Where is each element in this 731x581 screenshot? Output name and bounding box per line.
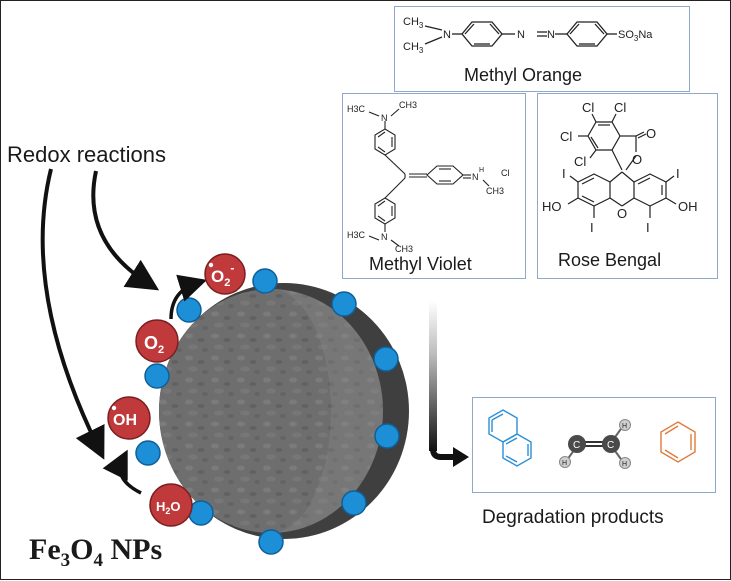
water-h: H <box>156 499 165 514</box>
mo-n: N <box>443 29 451 41</box>
hydroxyl-species: OH <box>107 396 151 440</box>
benzene-icon <box>660 421 696 463</box>
mv-nplus-ch3: CH3 <box>486 186 504 196</box>
mv-h3c-bot: H3C <box>347 230 366 240</box>
mv-nplus-h: H <box>479 167 484 174</box>
redox-arrow-2 <box>40 168 105 460</box>
ethylene-h3: H <box>622 423 627 430</box>
mo-ch3-bot: CH <box>403 41 419 53</box>
methyl-orange-structure: CH3 CH3 N N N SO3Na <box>403 16 653 55</box>
rb-cl3: Cl <box>560 129 572 144</box>
svg-text:CH3: CH3 <box>403 41 424 55</box>
mo-so3na: SO <box>618 29 634 41</box>
rb-cl2: Cl <box>614 100 626 115</box>
methyl-orange-box: CH3 CH3 N N N SO3Na Methyl Orange <box>394 6 690 92</box>
water-o: O <box>170 499 180 514</box>
superoxide-species: O2- <box>204 253 246 295</box>
surface-beads <box>135 268 400 555</box>
rb-i-right-bot: I <box>646 220 650 235</box>
mo-ch3-top: CH <box>403 16 419 28</box>
np-sub3: 3 <box>60 550 71 571</box>
fe3o4-nps-label: Fe3O4 NPs <box>29 533 162 572</box>
water-sub: 2 <box>165 506 170 516</box>
svg-text:SO3Na: SO3Na <box>618 29 653 43</box>
mo-ch3-bot-sub: 3 <box>419 46 424 55</box>
np-fe: Fe <box>29 533 61 566</box>
mv-ch3-top: CH3 <box>399 100 417 110</box>
naphthalene-icon <box>488 409 532 467</box>
mo-so3na-sub: 3 <box>634 34 639 43</box>
rb-ho: HO <box>542 199 562 214</box>
rose-bengal-label: Rose Bengal <box>558 250 662 270</box>
oxygen-species: O2 <box>135 319 179 363</box>
superoxide-sub: 2 <box>224 277 230 289</box>
svg-text:O2: O2 <box>144 333 164 356</box>
svg-text:H2O: H2O <box>156 499 181 516</box>
rb-i-left-top: I <box>562 166 566 181</box>
degradation-products-label: Degradation products <box>482 507 664 528</box>
degradation-structures: C C H H H <box>488 409 696 469</box>
oxygen-o: O <box>144 333 158 353</box>
mv-h3c-top: H3C <box>347 104 366 114</box>
np-sub4: 4 <box>93 550 103 571</box>
rb-o-carbonyl: O <box>646 126 656 141</box>
svg-text:CH3: CH3 <box>403 16 424 30</box>
methyl-orange-label: Methyl Orange <box>464 65 583 85</box>
svg-text:O2-: O2- <box>211 261 234 289</box>
ethylene-c1: C <box>573 440 580 451</box>
degradation-products-box: C C H H H <box>472 397 716 493</box>
arrow-o2-to-superoxide <box>169 274 208 320</box>
rb-i-left-bot: I <box>590 220 594 235</box>
methyl-violet-structure: H3C CH3 N N H CH3 Cl H3C N CH3 <box>347 100 510 254</box>
rb-cl4: Cl <box>574 154 586 169</box>
rose-bengal-box: Cl Cl Cl Cl O O I I HO OH O I I Rose Ben… <box>537 93 718 279</box>
mv-n-top: N <box>381 113 388 123</box>
ethylene-icon: C C H H H <box>559 419 631 469</box>
redox-arrow-1 <box>91 170 160 291</box>
superoxide-o: O <box>211 267 224 286</box>
mo-azo-n1: N <box>517 29 525 41</box>
mv-nplus: N <box>472 172 479 182</box>
hydroxyl-text: OH <box>113 412 137 429</box>
mo-ch3-top-sub: 3 <box>419 21 424 30</box>
redox-reactions-label: Redox reactions <box>7 142 166 167</box>
arrow-h2o-to-oh <box>102 449 142 495</box>
mv-ch3-bot: CH3 <box>395 244 413 254</box>
oxygen-sub: 2 <box>158 344 164 356</box>
rb-cl1: Cl <box>582 100 594 115</box>
mo-azo-n2: N <box>547 29 555 41</box>
dye-degradation-arrow <box>429 301 469 467</box>
fe3o4-sphere <box>159 283 409 539</box>
rb-i-right-top: I <box>676 166 680 181</box>
superoxide-sup: - <box>230 261 234 275</box>
methyl-violet-box: H3C CH3 N N H CH3 Cl H3C N CH3 Methyl Vi… <box>342 93 526 279</box>
ethylene-h4: H <box>622 461 627 468</box>
ethylene-c2: C <box>607 440 614 451</box>
methyl-violet-label: Methyl Violet <box>369 254 472 274</box>
rose-bengal-structure: Cl Cl Cl Cl O O I I HO OH O I I <box>542 100 698 235</box>
water-species: H2O <box>149 483 193 527</box>
mv-n-bot: N <box>381 232 388 242</box>
rb-oh: OH <box>678 199 698 214</box>
rb-o-ring: O <box>617 206 627 221</box>
rb-o-lactone: O <box>632 152 642 167</box>
np-tail: NPs <box>102 533 163 566</box>
ethylene-h1: H <box>562 460 567 467</box>
mo-so3na-tail: Na <box>638 29 653 41</box>
mv-cl: Cl <box>501 168 510 178</box>
np-o: O <box>70 533 94 566</box>
